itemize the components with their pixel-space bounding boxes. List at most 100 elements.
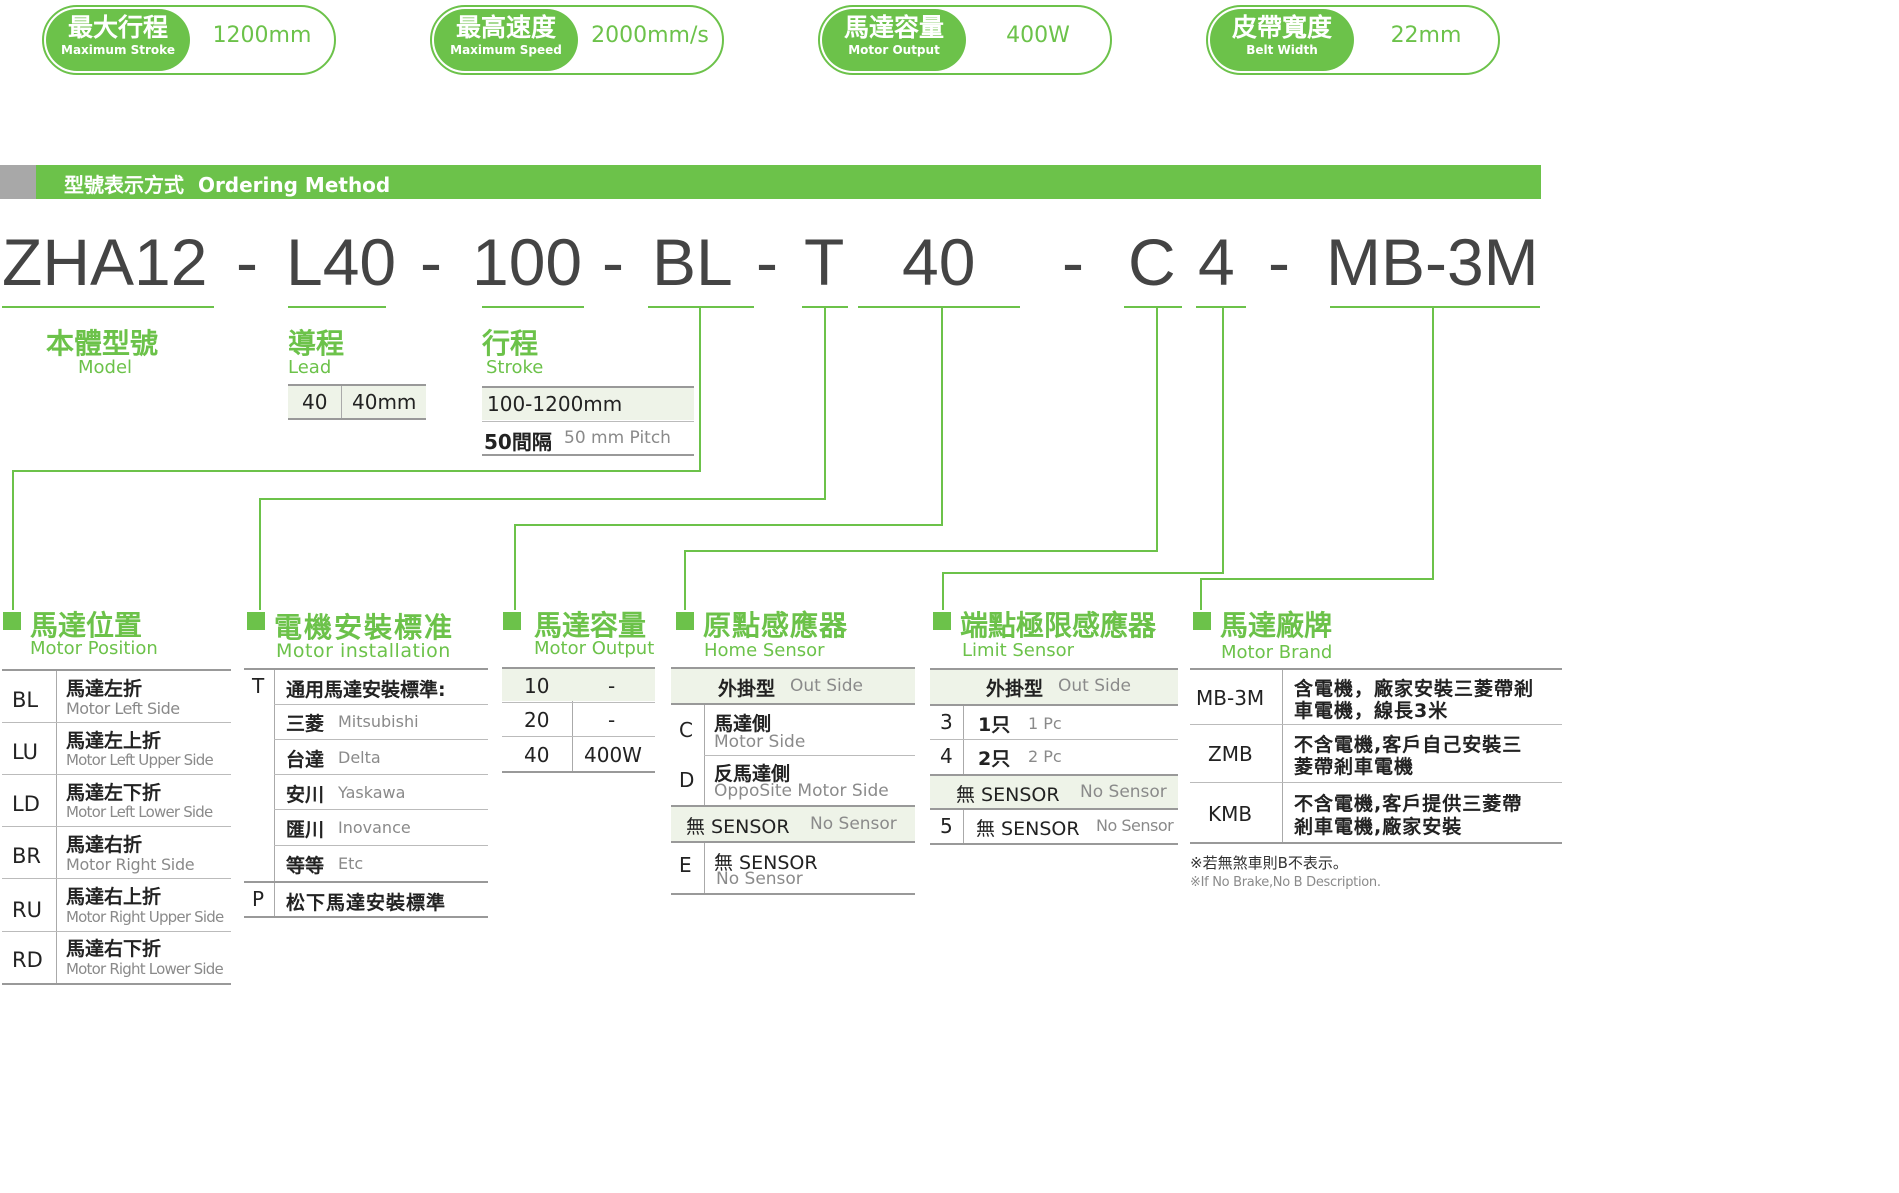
connector-line [941, 308, 943, 526]
position-en: Motor Left Side [66, 699, 180, 718]
limit-code: 4 [940, 744, 953, 768]
position-code: LU [12, 740, 39, 764]
install-title-en: Motor installation [276, 640, 451, 662]
connector-line [1200, 578, 1434, 580]
underline [858, 306, 1020, 308]
position-en: Motor Left Upper Side [66, 751, 214, 769]
spec-label-zh: 最高速度 [455, 13, 556, 42]
brand-desc-line2: 車電機，線長3米 [1294, 700, 1449, 722]
rule [482, 386, 694, 388]
section-marker [3, 612, 21, 630]
position-code: RD [12, 948, 43, 972]
connector-line [1432, 308, 1434, 580]
underline [802, 306, 848, 308]
connector-line [699, 308, 701, 472]
output-value: - [608, 708, 616, 732]
connector-line [684, 550, 1158, 552]
connector-line [824, 308, 826, 500]
code-output: 40 [902, 225, 976, 299]
output-code: 40 [524, 743, 550, 767]
stroke-pitch-en: 50 mm Pitch [564, 428, 671, 448]
spec-value: 22mm [1390, 23, 1462, 48]
connector-line [259, 498, 826, 500]
limit-r3-en: 1 Pc [1028, 714, 1062, 733]
limit-mid-zh: 無 SENSOR [956, 784, 1060, 806]
position-zh: 馬達右上折 [66, 886, 162, 908]
brand-desc-line2: 菱帶剎車電機 [1294, 756, 1415, 778]
code-dash: - [236, 225, 258, 299]
limit-r5-zh: 無 SENSOR [976, 818, 1080, 840]
rule [288, 418, 426, 420]
ordering-banner: 型號表示方式 Ordering Method [0, 165, 1541, 199]
limit-r4-en: 2 Pc [1028, 747, 1062, 766]
spec-label-zh: 皮帶寬度 [1231, 13, 1332, 42]
spec-label-en: Maximum Speed [450, 43, 562, 57]
position-code: LD [12, 792, 40, 816]
section-marker [247, 612, 265, 630]
output-value: 400W [584, 743, 642, 767]
home-code-c: C [679, 718, 693, 742]
section-marker [676, 612, 694, 630]
limit-r4-zh: 2只 [978, 748, 1011, 770]
brand-desc-line1: 不含電機,客戶自己安裝三 [1294, 734, 1523, 756]
stroke-label-en: Stroke [486, 357, 544, 378]
brand-code: ZMB [1208, 742, 1253, 766]
limit-title-en: Limit Sensor [962, 640, 1075, 661]
position-en: Motor Right Lower Side [66, 960, 224, 978]
banner-grey-block [0, 165, 36, 199]
position-en: Motor Right Upper Side [66, 908, 224, 926]
connector-line [259, 498, 261, 610]
limit-header-en: Out Side [1058, 676, 1131, 696]
underline [648, 306, 754, 308]
brand-desc-line1: 不含電機,客戶提供三菱帶 [1294, 793, 1523, 815]
install-title-zh: 電機安裝標准 [274, 611, 455, 644]
home-code-d: D [679, 768, 695, 792]
install-brand-en: Mitsubishi [338, 712, 419, 731]
model-label-zh: 本體型號 [46, 327, 159, 360]
underline [1330, 306, 1540, 308]
connector-line [514, 524, 516, 610]
connector-line [684, 550, 686, 610]
brand-desc-line1: 含電機，廠家安裝三菱帶剎 [1294, 678, 1535, 700]
connector-line [12, 470, 14, 610]
banner-title-en: Ordering Method [197, 173, 391, 197]
position-zh: 馬達右下折 [66, 938, 162, 960]
connector-line [1156, 308, 1158, 552]
code-brand: MB-3M [1326, 225, 1539, 299]
code-home: C [1128, 225, 1176, 299]
home-mid-zh: 無 SENSOR [686, 816, 790, 838]
brand-code: KMB [1208, 802, 1253, 826]
stroke-label-zh: 行程 [482, 327, 539, 360]
limit-code: 5 [940, 814, 953, 838]
code-dash: - [1062, 225, 1084, 299]
underline [1124, 306, 1182, 308]
code-lead: L40 [286, 225, 397, 299]
home-header-en: Out Side [790, 676, 863, 696]
underline [482, 306, 584, 308]
position-en: Motor Left Lower Side [66, 803, 213, 821]
code-position: BL [652, 225, 733, 299]
limit-header-zh: 外掛型 [986, 678, 1044, 700]
connector-line [1222, 308, 1224, 574]
connector-line [514, 524, 943, 526]
rule [288, 384, 426, 386]
underline [2, 306, 214, 308]
position-title-zh: 馬達位置 [30, 609, 143, 642]
position-zh: 馬達左下折 [66, 782, 162, 804]
home-c-en: Motor Side [714, 732, 806, 752]
output-code: 20 [524, 708, 550, 732]
position-en: Motor Right Side [66, 855, 195, 874]
section-marker [503, 612, 521, 630]
lead-label-en: Lead [288, 357, 332, 378]
home-d-zh: 反馬達側 [714, 763, 791, 785]
spec-label-en: Maximum Stroke [61, 43, 175, 57]
code-stroke: 100 [472, 225, 583, 299]
position-zh: 馬達左上折 [66, 730, 162, 752]
install-brand-zh: 安川 [286, 784, 325, 806]
model-label-en: Model [78, 357, 133, 378]
install-p-label: 松下馬達安裝標準 [286, 892, 447, 914]
banner-title-zh: 型號表示方式 [64, 173, 184, 197]
code-limit: 4 [1198, 225, 1235, 299]
